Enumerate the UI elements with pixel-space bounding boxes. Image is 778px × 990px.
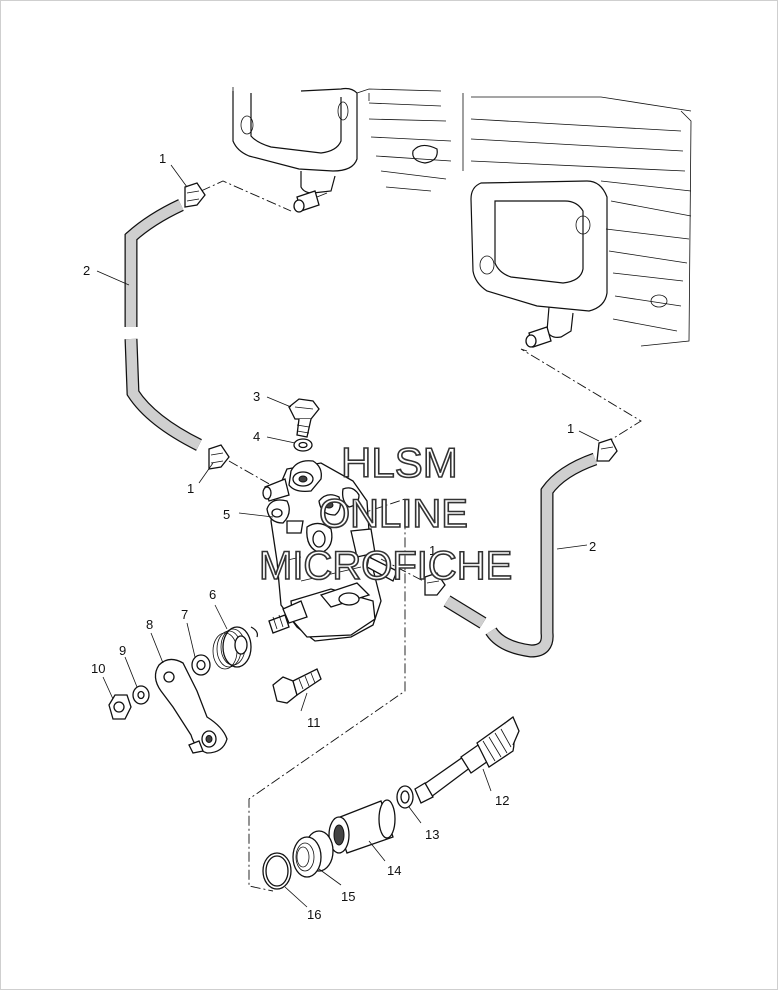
oil-seal	[292, 830, 334, 878]
watermark-line-3: MICROFICHE	[259, 544, 512, 588]
callout-13: 13	[425, 827, 439, 842]
pump-inlet-fitting	[366, 556, 398, 582]
hex-nut	[108, 694, 132, 720]
callout-16: 16	[307, 907, 321, 922]
hose-clamp-right-lower	[424, 572, 446, 596]
callout-14: 14	[387, 863, 401, 878]
watermark-line-2: ONLINE	[319, 492, 468, 536]
lock-washer	[132, 685, 150, 705]
callout-6: 6	[209, 587, 216, 602]
left-cylinder-flange	[232, 87, 452, 194]
right-fitting-nipple	[525, 326, 552, 348]
hose-left	[124, 199, 202, 451]
hose-clamp-top-left	[184, 182, 206, 208]
watermark-line-1: HLSM	[341, 439, 458, 486]
o-ring	[262, 852, 292, 890]
hose-right	[443, 452, 598, 658]
hose-clamp-right-top	[596, 438, 618, 462]
assembly-centerlines	[200, 180, 642, 892]
callout-1-right: 1	[567, 421, 574, 436]
callout-8: 8	[146, 617, 153, 632]
callout-1-mid: 1	[187, 481, 194, 496]
callout-numbers: 1 2 3 4 1 5 1 1 2 6 7 8 9 10 11 12 13 14…	[83, 151, 596, 922]
pump-shaft-stub	[268, 614, 290, 634]
oil-pump-body	[262, 460, 382, 642]
watermark: HLSM ONLINE MICROFICHE	[258, 438, 513, 589]
hose-clamp-mid-left	[208, 444, 230, 470]
callout-10: 10	[91, 661, 105, 676]
callout-4: 4	[253, 429, 260, 444]
callout-15: 15	[341, 889, 355, 904]
callout-5: 5	[223, 507, 230, 522]
sealing-washer	[293, 438, 313, 452]
drive-bushing	[328, 799, 396, 854]
callout-12: 12	[495, 793, 509, 808]
retaining-ring	[396, 785, 414, 809]
return-spring	[212, 626, 258, 670]
bleed-screw	[288, 398, 320, 438]
flat-washer	[191, 654, 211, 676]
callout-3: 3	[253, 389, 260, 404]
mounting-screw	[272, 668, 322, 704]
drive-gear-shaft	[414, 715, 520, 804]
right-cylinder-flange	[462, 93, 692, 347]
callout-leaders	[96, 164, 600, 908]
callout-1-top: 1	[159, 151, 166, 166]
callout-2-left: 2	[83, 263, 90, 278]
control-lever	[154, 658, 228, 754]
callout-1-lower: 1	[429, 543, 436, 558]
left-fitting-nipple	[293, 190, 328, 213]
callout-2-right: 2	[589, 539, 596, 554]
callout-7: 7	[181, 607, 188, 622]
callout-9: 9	[119, 643, 126, 658]
callout-11: 11	[307, 715, 321, 730]
